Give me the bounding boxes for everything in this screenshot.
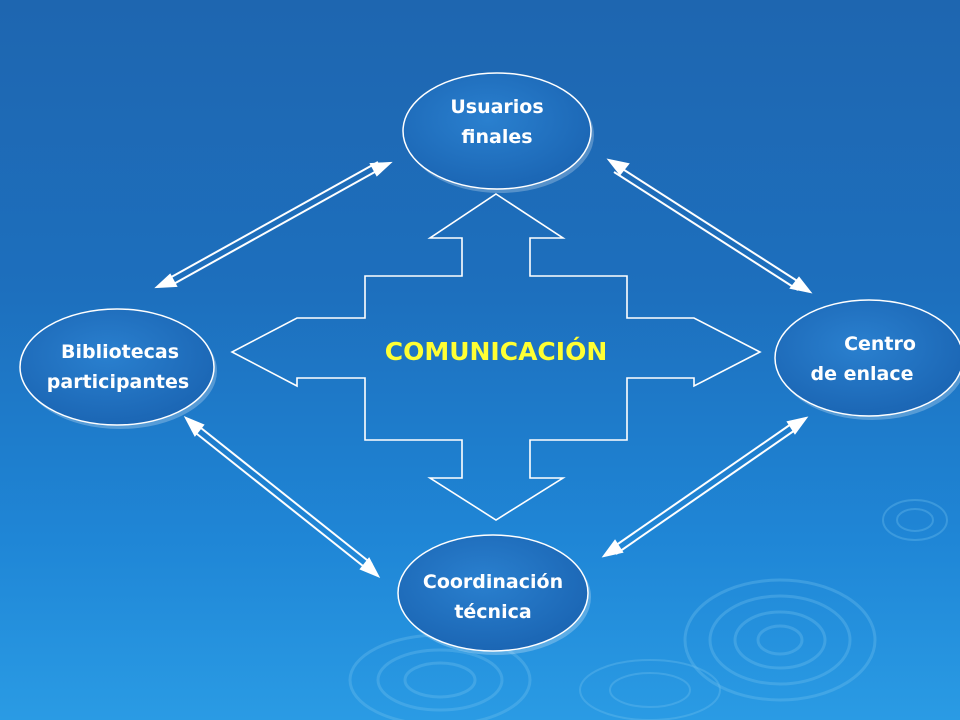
center-label: COMUNICACIÓN [385,336,608,366]
node-right-line2: de enlace [811,363,914,385]
node-top-line2: finales [461,126,532,148]
node-coordinacion-tecnica: Coordinación técnica [397,534,591,655]
node-centro-de-enlace: Centro de enlace [774,299,960,420]
node-left-line2: participantes [47,371,189,393]
edge-left-bottom [183,416,381,578]
node-bottom-line2: técnica [454,601,531,623]
node-bottom-line1: Coordinación [423,571,563,593]
edge-left-top [154,161,393,289]
node-right-line1: Centro [844,333,916,355]
node-bibliotecas-participantes: Bibliotecas participantes [19,308,217,429]
node-left-line1: Bibliotecas [61,341,179,363]
communication-cross-arrow [230,193,762,521]
node-usuarios-finales: Usuarios finales [402,72,594,193]
node-top-line1: Usuarios [450,96,543,118]
edge-bottom-right [601,416,809,558]
edge-top-right [606,158,813,294]
